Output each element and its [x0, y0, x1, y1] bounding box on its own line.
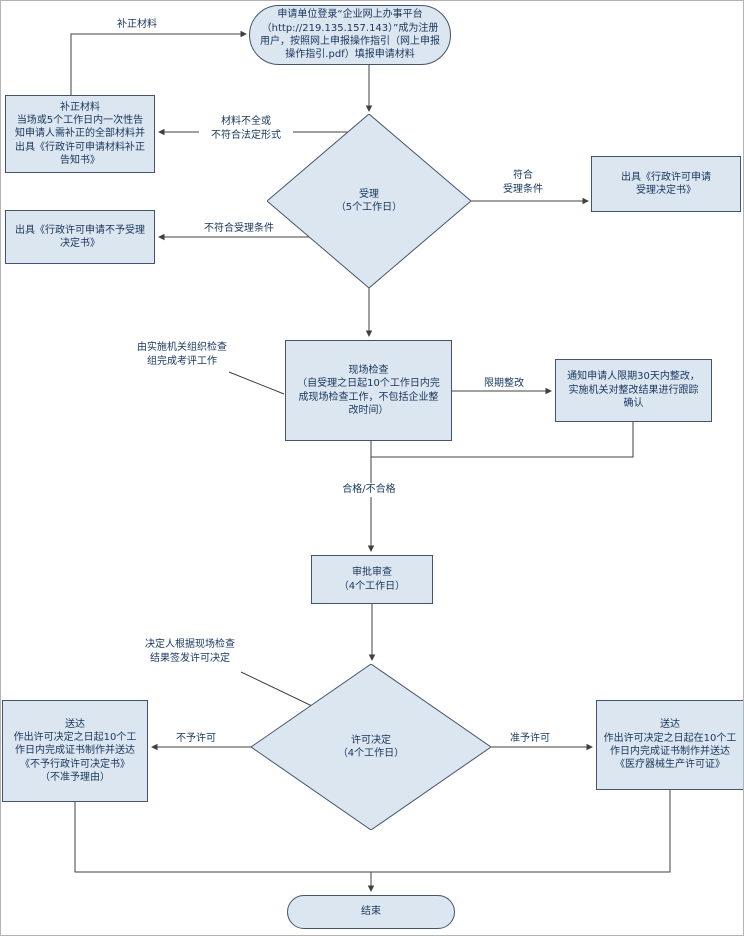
- deliver-deny-box: 送达 作出许可决定之日起10个工 作日内完成证书制作并送达 《不予行政许可决定书…: [2, 700, 148, 802]
- edge-label-incomplete: 材料不全或 不符合法定形式: [199, 115, 293, 143]
- rectify-notice-box: 通知申请人限期30天内整改， 实施机关对整改结果进行跟踪 确认: [555, 359, 712, 422]
- license-decision-label: 许可决定 （4个工作日）: [337, 734, 405, 759]
- edge-label-meet: 符合 受理条件: [503, 170, 543, 195]
- supplement-materials-box: 补正材料 当场或5个工作日内一次性告 知申请人需补正的全部材料并 出具《行政许可…: [5, 95, 155, 173]
- edge-label-rectify: 限期整改: [484, 378, 524, 389]
- end-node-label: 结束: [361, 906, 381, 918]
- deliver-deny-label: 送达 作出许可决定之日起10个工 作日内完成证书制作并送达 《不予行政许可决定书…: [13, 718, 137, 784]
- diamond-shape: [267, 114, 471, 288]
- approval-review-label: 审批审查 （4个工作日）: [338, 567, 406, 592]
- edge-label-grant: 准予许可: [510, 733, 550, 744]
- accept-notice-label: 出具《行政许可申请 受理决定书》: [621, 171, 711, 196]
- accept-notice-box: 出具《行政许可申请 受理决定书》: [591, 156, 741, 212]
- edge-label-supplement: 补正材料: [117, 19, 157, 30]
- deliver-grant-box: 送达 作出许可决定之日起在10个工 作日内完成证书制作并送达 《医疗器械生产许可…: [596, 700, 743, 790]
- edge-label-deny: 不予许可: [176, 733, 216, 744]
- onsite-inspection-box: 现场检查 （自受理之日起10个工作日内完 成现场检查工作，不包括企业整 改时间）: [285, 340, 452, 441]
- reject-notice-label: 出具《行政许可申请不予受理 决定书》: [15, 224, 145, 249]
- license-decision-diamond: 许可决定 （4个工作日）: [251, 664, 491, 830]
- approval-review-box: 审批审查 （4个工作日）: [311, 555, 433, 604]
- deliver-grant-label: 送达 作出许可决定之日起在10个工 作日内完成证书制作并送达 《医疗器械生产许可…: [603, 719, 737, 771]
- onsite-inspection-label: 现场检查 （自受理之日起10个工作日内完 成现场检查工作，不包括企业整 改时间）: [297, 364, 440, 416]
- rectify-notice-label: 通知申请人限期30天内整改， 实施机关对整改结果进行跟踪 确认: [567, 371, 700, 410]
- start-node-label: 申请单位登录“企业网上办事平台（http://219.135.157.143）”…: [260, 9, 440, 61]
- start-node: 申请单位登录“企业网上办事平台（http://219.135.157.143）”…: [249, 5, 451, 65]
- accept-decision-label: 受理 （5个工作日）: [335, 188, 403, 213]
- note-org-inspection: 由实施机关组织检查 组完成考评工作: [137, 342, 227, 367]
- accept-decision-diamond: 受理 （5个工作日）: [267, 114, 471, 288]
- edge-org-note-to-inspection: [228, 371, 285, 395]
- end-node: 结束: [287, 895, 455, 929]
- edge-label-not-meet: 不符合受理条件: [204, 223, 274, 234]
- note-decision-signer: 决定人根据现场检查 结果签发许可决定: [145, 639, 235, 664]
- edge-supplement-to-start: [70, 30, 247, 95]
- reject-notice-box: 出具《行政许可申请不予受理 决定书》: [5, 210, 155, 264]
- diamond-shape: [251, 664, 491, 830]
- supplement-materials-label: 补正材料 当场或5个工作日内一次性告 知申请人需补正的全部材料并 出具《行政许可…: [15, 101, 145, 167]
- edge-label-pass-or-not: 合格/不合格: [335, 483, 403, 497]
